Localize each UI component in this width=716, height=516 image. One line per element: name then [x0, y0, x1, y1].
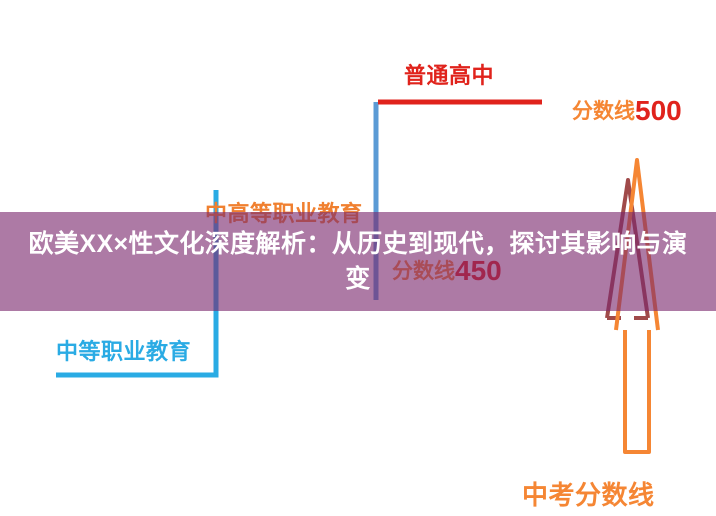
label-zhongkao-fenshuxian: 中考分数线 — [522, 480, 655, 510]
title-banner-text: 欧美XX×性文化深度解析：从历史到现代，探讨其影响与演变 — [28, 230, 688, 293]
score-line-500: 分数线500 — [572, 95, 682, 127]
label-putong-gaozhong: 普通高中 — [404, 63, 495, 88]
score-line-500-value: 500 — [635, 95, 682, 126]
label-zhongdeng-zhiye: 中等职业教育 — [56, 339, 192, 364]
title-banner: 欧美XX×性文化深度解析：从历史到现代，探讨其影响与演变 — [0, 212, 716, 311]
orange-up-arrow-shaft — [623, 330, 651, 454]
score-line-500-word: 分数线 — [572, 100, 635, 123]
